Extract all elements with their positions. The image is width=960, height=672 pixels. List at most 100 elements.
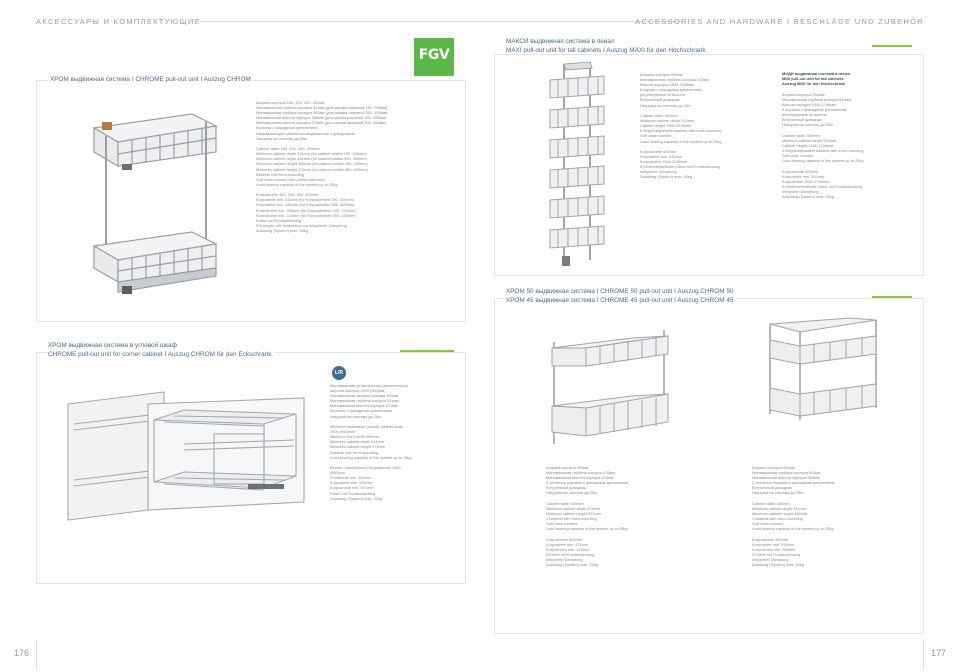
- page-number-right: 177: [930, 648, 946, 658]
- spec-line: Встроенный доводчик: [752, 485, 792, 491]
- spec-line: Минимальная высота корпуса 560мм: [752, 475, 820, 481]
- spec-line: 2 Körbe mit Frontanbindung: [752, 552, 801, 558]
- spec-title-line: Auszug MIDI für den Hochschrank: [782, 81, 846, 87]
- spec-line: Cabinet width 500mm: [546, 500, 584, 506]
- spec-line: Korpushöhe min. 386mm (für Korpusbreiten…: [256, 207, 356, 213]
- panel-chrom: [36, 80, 466, 322]
- spec-line: Integrierte Dämpfung: [640, 169, 677, 175]
- header-right-title: ACCESSORIES AND HARDWARE I BESCHLÄGE UND…: [635, 17, 924, 26]
- spec-line: Korpushöhe min. 571mm: [330, 485, 374, 491]
- spec-line: Cabinet width 150, 200, 300, 400mm: [256, 146, 320, 152]
- maxi-basket: [549, 225, 605, 249]
- spec-line: Минимальная высота корпуса 386мм (для шк…: [256, 115, 387, 121]
- spec-line: Soft close runners: [782, 153, 814, 159]
- spec-line: Korpustiefe min. 510mm: [640, 154, 683, 160]
- maxi-title-en: MAXI pull-out unit for tall cabinets I A…: [506, 47, 706, 54]
- spec-line: Korpusbreite 400mm: [640, 149, 677, 154]
- spec-line: Встроенный доводчик: [546, 485, 586, 491]
- spec-title-line: МИДИ выдвижная система в пенал: [782, 71, 851, 76]
- maxi-basket: [549, 105, 605, 129]
- spec-line: Minimum cabinet depth 511mm (for cabinet…: [256, 151, 367, 157]
- spec-line: Zuladung (System) max. 25kg: [782, 194, 834, 200]
- spec-line: Soft close runners: [546, 521, 578, 527]
- spec-line: 4 корзины с фасадным креплением,: [782, 106, 848, 112]
- spec-line: 6 height-adjustable baskets with front-m…: [640, 128, 722, 134]
- spec-line: Минимальная глубина корпуса 511мм (для ш…: [256, 105, 388, 111]
- spec-line: Korpusbreite 450mm: [752, 536, 789, 542]
- corner-product-image: [67, 391, 305, 521]
- spec-line: Zuladung (System) max. 25kg: [640, 174, 692, 180]
- spec-line: Korpushöhe min. 560mm: [752, 547, 796, 553]
- spec-title-line: MIDI pull-out unit for tall cabinets: [782, 76, 844, 82]
- spec-line: Load bearing capacity of the system up t…: [752, 526, 834, 532]
- spec-line: Минимальная глубина корпуса 511мм: [752, 470, 821, 476]
- spec-line: Minimum cabinet height 376mm (for cabine…: [256, 166, 368, 172]
- spec-line: Minimum cabinet height 571mm: [330, 444, 386, 450]
- spec-line: Высота корпуса 1346-1746мм: [782, 101, 836, 107]
- spec-line: Нагрузка на систему до 25кг: [256, 135, 308, 141]
- spec-line: Korpushöhe min. 576mm: [546, 547, 590, 553]
- spec-line: Zuladung (System) max. 25kg: [330, 495, 382, 501]
- corner-accent-line: [400, 350, 454, 352]
- spec-line: Minimum cabinet height 576mm: [546, 511, 602, 517]
- spec-line: Korpusbreite 300mm: [782, 168, 819, 174]
- spec-line: Korpustiefe min. 510mm: [782, 173, 825, 179]
- spec-line: Минимальная глубина корпуса 510мм: [782, 96, 851, 102]
- page-number-left: 176: [14, 648, 30, 658]
- spec-line: Korpushöhe 1946-2246mm: [640, 159, 688, 165]
- page-divider-left: [36, 640, 37, 670]
- spec-line: Нагрузка на систему до 25кг: [782, 122, 834, 128]
- spec-line: Встроенный доводчик: [640, 97, 680, 103]
- spec-line: Ширина корпуса 450мм: [752, 465, 795, 470]
- spec-line: Korpustiefe min. 511mm (für Korpusbreite…: [256, 197, 355, 203]
- spec-line: Ширина корпуса 150, 200, 300, 400мм: [256, 100, 325, 105]
- spec-line: Минимальная глубина корпуса 481мм (для ш…: [256, 110, 388, 116]
- spec-line: Нагрузка на систему до 25кг: [640, 102, 692, 108]
- maxi-accent-line: [872, 45, 912, 47]
- spec-line: ширина корпуса 1000 (960)мм: [330, 388, 385, 394]
- spec-line: Cabinet width 450mm: [752, 500, 790, 506]
- chrom50-product-image: [551, 330, 669, 444]
- spec-line: Einbau- (tatsächliche) Korpusbreite 1000: [330, 465, 401, 471]
- spec-line: 2 baskets with front-mounting: [546, 516, 597, 522]
- spec-line: 2 Körbe mit Frontanbindung: [546, 552, 595, 558]
- spec-line: Baskets with front-mounting: [256, 171, 305, 177]
- spec-line: Ширина корпуса 400мм: [640, 72, 683, 77]
- spec-line: Minimum cabinet depth 481mm (for cabinet…: [256, 156, 367, 162]
- spec-line: Korpustiefe min. 511mm: [752, 542, 794, 547]
- spec-line: Soft close runners: [640, 133, 672, 139]
- chrom45-product-image: [769, 317, 877, 420]
- spec-line: Load bearing capacity of the system up t…: [546, 526, 628, 532]
- maxi-basket: [549, 75, 605, 99]
- spec-line: Minimum cabinet depth 510mm: [640, 118, 695, 124]
- spec-line: Минимальная высота корпуса 571мм: [330, 403, 398, 409]
- maxi-basket: [549, 195, 605, 219]
- spec-line: Zuladung (System) max. 25kg: [256, 227, 308, 233]
- chrom-product-image: [92, 113, 218, 294]
- spec-line: Минимальная высота корпуса 376мм (для шк…: [256, 120, 387, 126]
- spec-line: Minimum installation (actual) cabinet wi…: [330, 424, 404, 430]
- spec-line: Cabinet width 400mm: [640, 113, 678, 119]
- header-left-title: АКСЕССУАРЫ И КОМПЛЕКТУЮЩИЕ: [36, 17, 201, 26]
- spec-line: Корзины с фасадным креплением: [330, 408, 392, 414]
- spec-line: Korpushöhe min. 376mm (für Korpusbreiten…: [256, 212, 356, 218]
- page-divider-right: [923, 640, 924, 670]
- spec-line: 2 baskets with front-mounting: [752, 516, 803, 522]
- spec-line: Нагрузка на систему до 25кг: [330, 413, 382, 419]
- spec-line: Высота корпуса 1946-2246мм: [640, 82, 694, 88]
- maxi-basket: [549, 165, 605, 189]
- spec-line: Минимальная глубина корпуса 511мм: [330, 398, 399, 404]
- spec-line: Körbe mit Frontanbindung: [256, 217, 301, 223]
- spec-line: Korpustiefe min. 511mm: [330, 480, 372, 486]
- spec-line: 1000 (960)mm: [330, 429, 356, 435]
- spec-line: Minimum cabinet depth 510mm: [782, 137, 837, 143]
- spec-line: регулируемые по высоте: [782, 112, 828, 118]
- header-rule: [197, 21, 681, 22]
- chrom-title: ХРОМ выдвижная система I CHROME pull-out…: [48, 76, 253, 85]
- chrom50-accent-line: [872, 296, 912, 298]
- logo-text: FGV: [418, 47, 450, 63]
